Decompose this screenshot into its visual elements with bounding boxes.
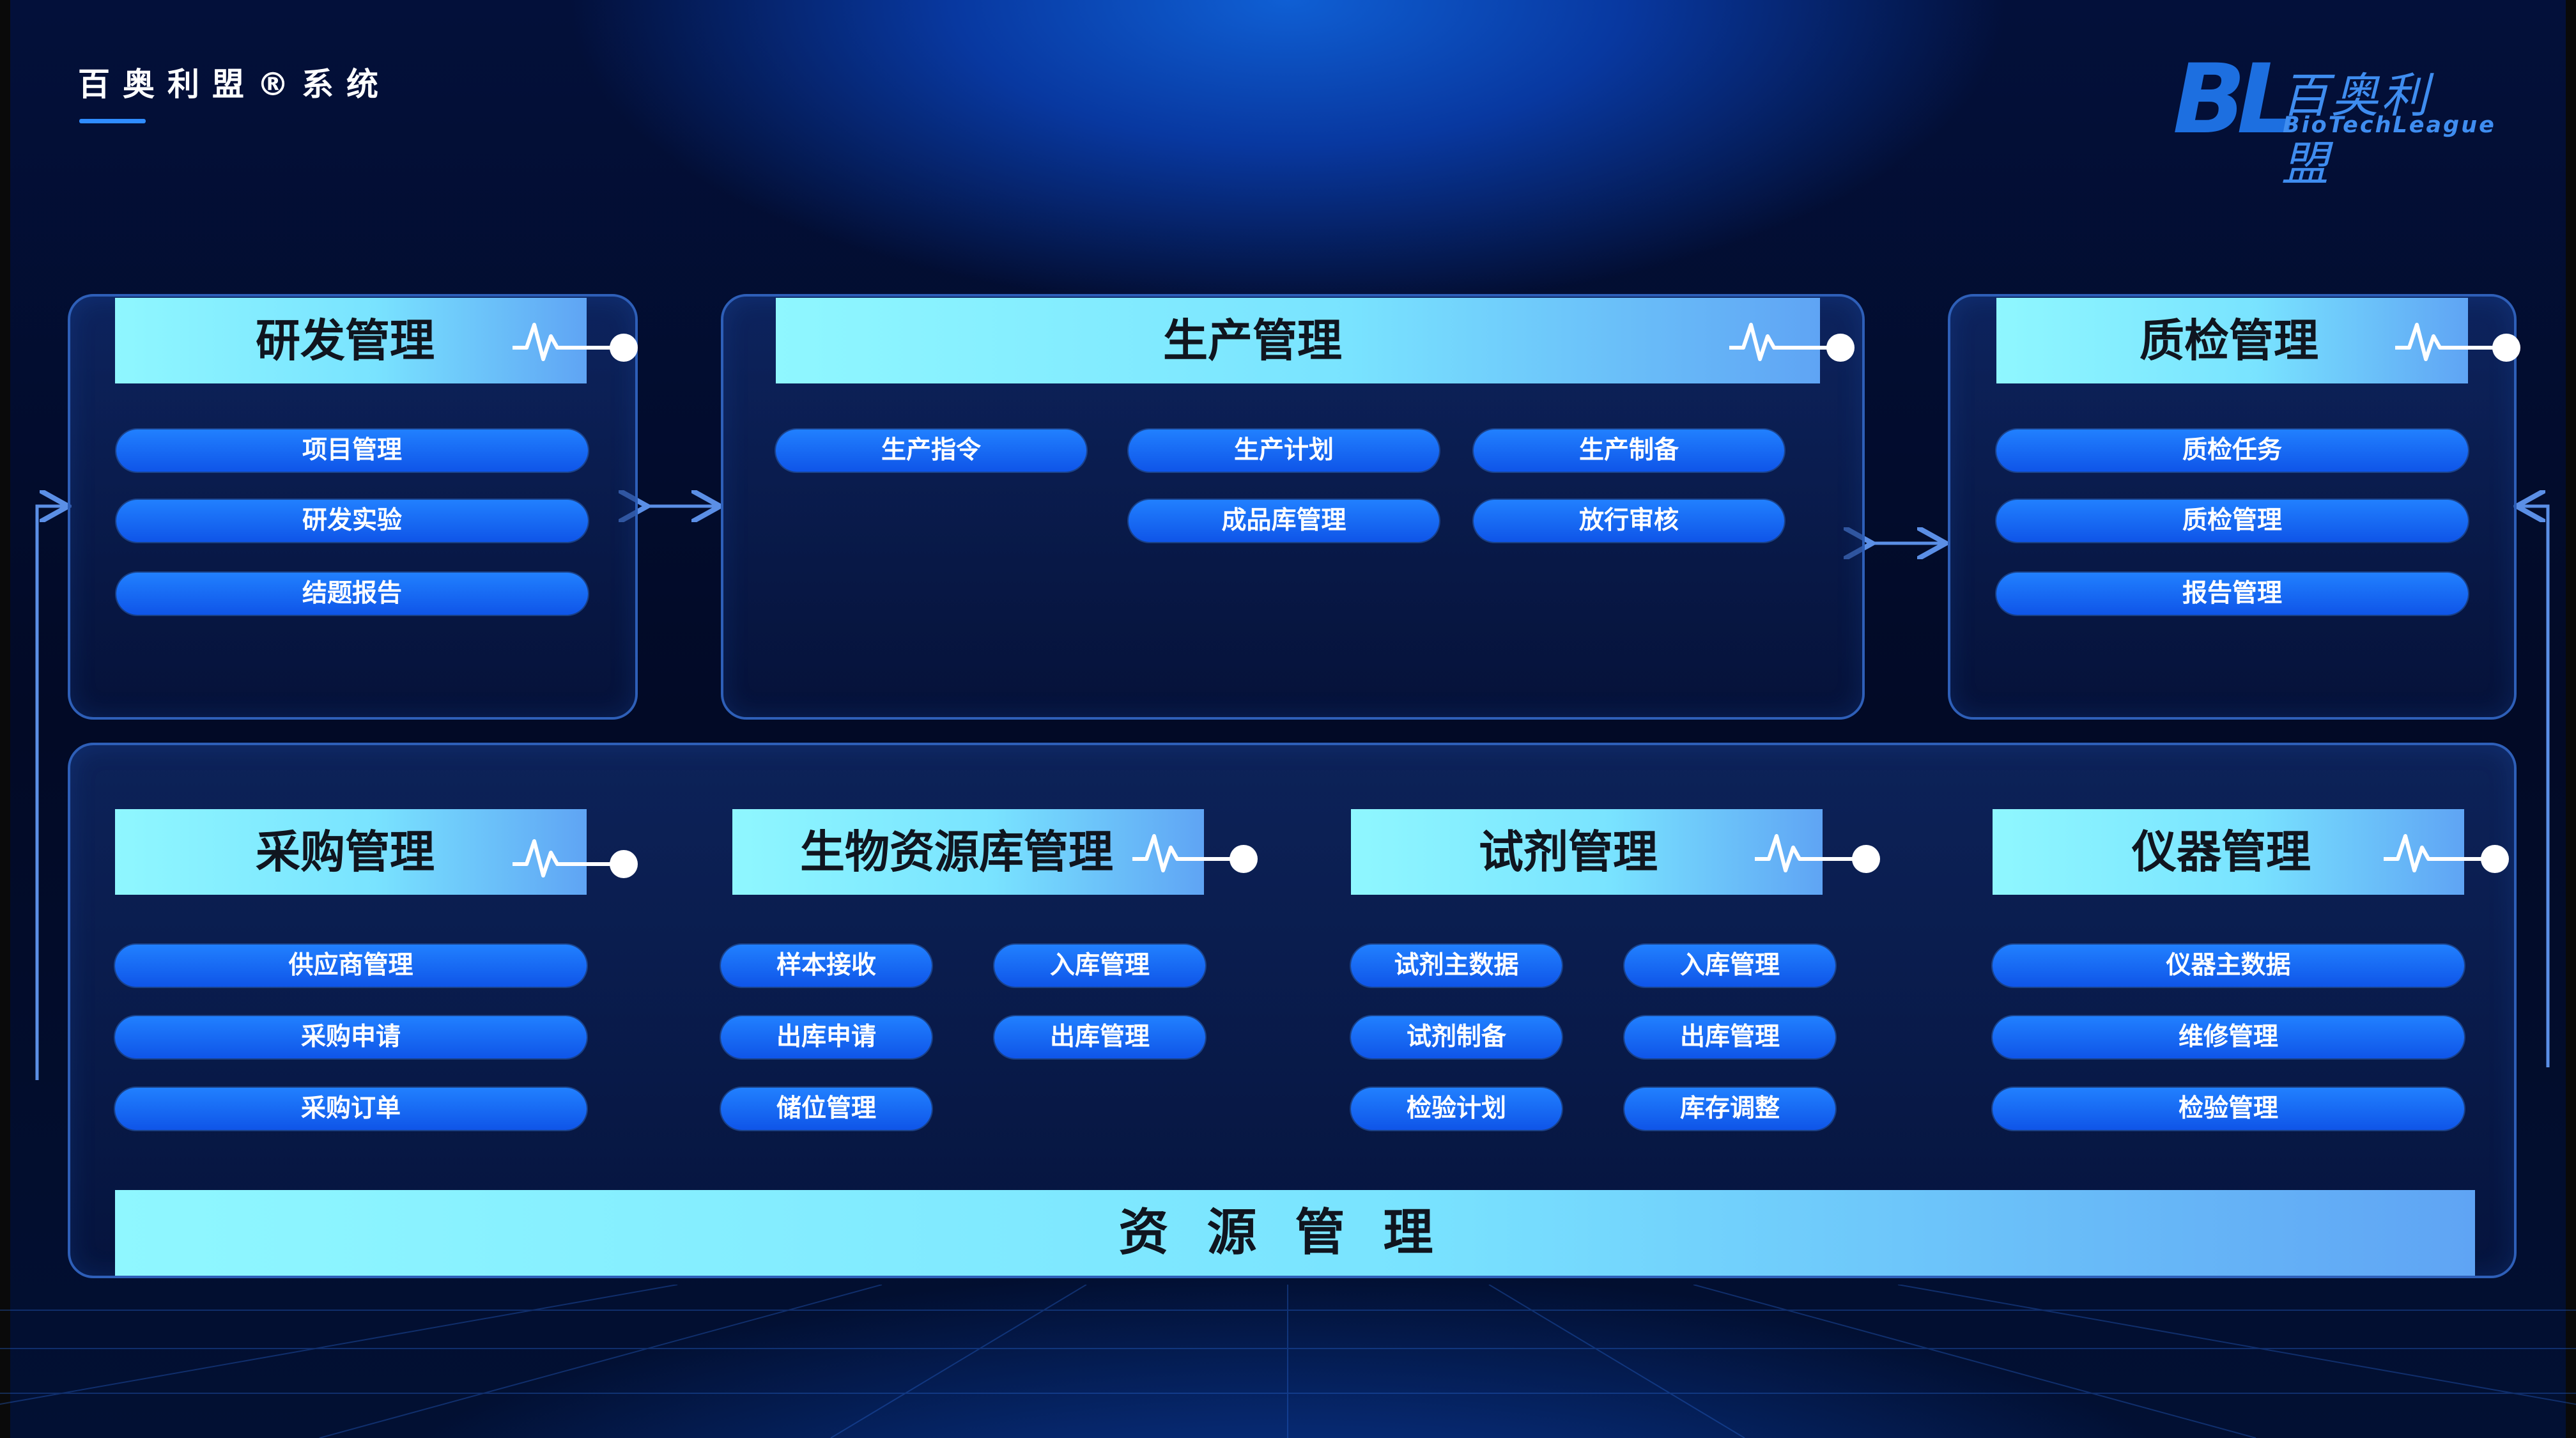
biobank-title: 生物资源库管理	[800, 826, 1113, 878]
resource-to-rd-connector	[35, 506, 65, 1080]
rd-item-report[interactable]: 结题报告	[116, 573, 588, 615]
pulse-icon	[2395, 323, 2520, 362]
logo-mark: BL	[2173, 44, 2298, 155]
production-item-release[interactable]: 放行审核	[1474, 500, 1784, 542]
instrument-header: 仪器管理	[1993, 809, 2509, 895]
resource-management-bar: 资源管理	[115, 1190, 2475, 1276]
biobank-header: 生物资源库管理	[732, 809, 1258, 895]
instrument-item-inspection[interactable]: 检验管理	[1993, 1088, 2464, 1130]
rd-item-project[interactable]: 项目管理	[116, 429, 588, 472]
reagent-header: 试剂管理	[1351, 809, 1880, 895]
reagent-item-inbound[interactable]: 入库管理	[1624, 945, 1835, 987]
pulse-icon	[1132, 834, 1258, 873]
logo-name-en: BioTechLeague	[2283, 112, 2496, 138]
biobank-item-storage-location[interactable]: 储位管理	[721, 1088, 932, 1130]
company-logo: BL 百奥利盟 BioTechLeague	[2173, 44, 2494, 192]
pulse-icon	[1729, 323, 1855, 362]
purchase-header: 采购管理	[115, 809, 638, 895]
qc-item-task[interactable]: 质检任务	[1996, 429, 2468, 472]
qc-header: 质检管理	[1996, 298, 2520, 383]
qc-item-report[interactable]: 报告管理	[1996, 573, 2468, 615]
production-item-preparation[interactable]: 生产制备	[1474, 429, 1784, 472]
production-header: 生产管理	[776, 298, 1855, 383]
purchase-title: 采购管理	[256, 826, 435, 878]
reagent-item-preparation[interactable]: 试剂制备	[1351, 1016, 1562, 1058]
qc-item-management[interactable]: 质检管理	[1996, 500, 2468, 542]
purchase-item-request[interactable]: 采购申请	[115, 1016, 587, 1058]
biobank-item-outbound-request[interactable]: 出库申请	[721, 1016, 932, 1058]
reagent-title: 试剂管理	[1479, 826, 1658, 878]
purchase-item-supplier[interactable]: 供应商管理	[115, 945, 587, 987]
rd-title: 研发管理	[256, 314, 435, 367]
system-title: 百奥利盟®系统	[78, 66, 391, 103]
instrument-item-maintenance[interactable]: 维修管理	[1993, 1016, 2464, 1058]
production-item-order[interactable]: 生产指令	[776, 429, 1086, 472]
biobank-item-inbound[interactable]: 入库管理	[994, 945, 1205, 987]
rd-header: 研发管理	[115, 298, 638, 383]
pulse-icon	[513, 839, 638, 878]
left-frame-edge	[0, 0, 10, 1438]
right-frame-edge	[2566, 0, 2576, 1438]
reagent-item-stock-adjust[interactable]: 库存调整	[1624, 1088, 1835, 1130]
purchase-item-order[interactable]: 采购订单	[115, 1088, 587, 1130]
reagent-item-outbound[interactable]: 出库管理	[1624, 1016, 1835, 1058]
reagent-item-inspection-plan[interactable]: 检验计划	[1351, 1088, 1562, 1130]
perspective-grid-floor	[0, 1285, 2576, 1438]
title-underline	[79, 119, 146, 123]
production-item-finished-goods[interactable]: 成品库管理	[1129, 500, 1439, 542]
instrument-item-master-data[interactable]: 仪器主数据	[1993, 945, 2464, 987]
pulse-icon	[1755, 834, 1880, 873]
production-item-plan[interactable]: 生产计划	[1129, 429, 1439, 472]
instrument-title: 仪器管理	[2132, 826, 2311, 878]
pulse-icon	[2384, 834, 2509, 873]
reagent-item-master-data[interactable]: 试剂主数据	[1351, 945, 1562, 987]
resource-to-qc-connector	[2520, 506, 2550, 1067]
qc-title: 质检管理	[2140, 314, 2318, 367]
biobank-item-outbound[interactable]: 出库管理	[994, 1016, 1205, 1058]
pulse-icon	[513, 323, 638, 362]
rd-item-experiment[interactable]: 研发实验	[116, 500, 588, 542]
biobank-item-sample-receipt[interactable]: 样本接收	[721, 945, 932, 987]
production-title: 生产管理	[1163, 314, 1342, 367]
logo-name-cn: 百奥利盟	[2281, 68, 2431, 192]
